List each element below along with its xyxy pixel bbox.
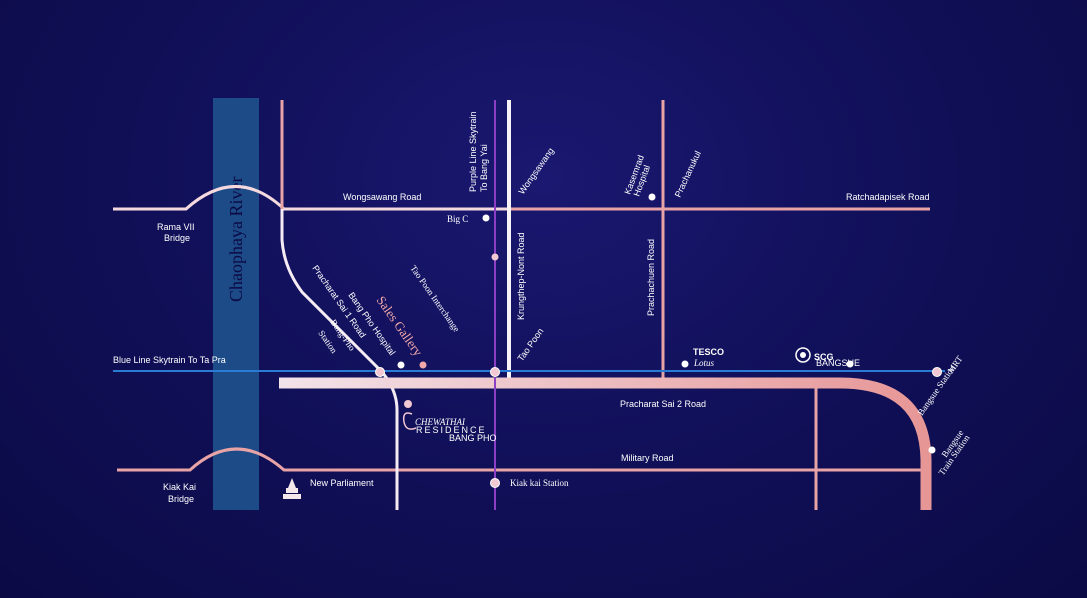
tesco-marker: [681, 360, 689, 368]
prachanukul-label: Prachanukul: [673, 149, 703, 199]
scg-sub-label: BANGSUE: [816, 358, 860, 368]
bangsue-train-marker: [928, 446, 936, 454]
chewathai-logo-icon: [402, 400, 417, 430]
kiakkai-bridge-label-1: Kiak Kai: [163, 482, 196, 492]
purple-line-label-1: Purple Line Skytrain: [468, 111, 478, 192]
bang-pho-hospital-marker: [397, 361, 405, 369]
sales-gallery-label: Sales Gallery: [374, 293, 427, 359]
prachachuen-label: Prachachuen Road: [646, 239, 656, 316]
tao-poon-label: Tao Poon: [515, 326, 545, 363]
rama7-bridge-label-1: Rama VII: [157, 222, 195, 232]
new-parliament-label: New Parliament: [310, 478, 374, 488]
kasemrad-marker: [648, 193, 656, 201]
wongsawang-road: [113, 185, 930, 211]
wongsawang-road-label: Wongsawang Road: [343, 192, 421, 202]
krungthep-nont-label: Krungthep-Nont Road: [516, 232, 526, 320]
project-name: CHEWATHAI: [415, 417, 466, 427]
ratchadapisek-road-label: Ratchadapisek Road: [846, 192, 930, 202]
scg-marker: [846, 360, 854, 368]
tao-poon-station-marker: [490, 367, 500, 377]
blue-line-label: Blue Line Skytrain To Ta Pra: [113, 355, 226, 365]
river-label: Chaophaya River: [226, 177, 246, 302]
kiakkai-bridge-label-2: Bridge: [168, 494, 194, 504]
military-road-label: Military Road: [621, 453, 674, 463]
mrt-bangsue-marker: [932, 367, 942, 377]
lotus-label: Lotus: [693, 358, 715, 368]
scg-logo-icon: [795, 347, 811, 363]
tao-poon-interchange-label: Tao Poon Interchange: [408, 263, 461, 333]
big-c-label: Big C: [447, 214, 468, 224]
kiak-kai-station-marker: [490, 478, 500, 488]
scg-label: SCG: [814, 352, 834, 362]
pracharat-sai-2-label: Pracharat Sai 2 Road: [620, 399, 706, 409]
purple-station-marker: [491, 253, 499, 261]
chaophaya-river: [213, 98, 259, 510]
bang-pho-station-marker: [375, 367, 385, 377]
sales-gallery-marker: [419, 361, 427, 369]
pracharat-sai-2-road: [279, 377, 932, 510]
kiak-kai-station-label: Kiak kai Station: [510, 478, 569, 488]
tesco-label: TESCO: [693, 347, 724, 357]
parliament-icon: [283, 478, 301, 499]
wongsawang-place-label: Wongsawang: [516, 146, 555, 196]
military-road: [117, 447, 925, 472]
purple-line-label-2: To Bang Yai: [479, 144, 489, 192]
project-sub: RESIDENCE: [416, 425, 487, 435]
pracharat-sai-1-road: [280, 209, 399, 510]
big-c-marker: [482, 214, 490, 222]
project-location: BANG PHO: [449, 433, 497, 443]
rama7-bridge-label-2: Bridge: [164, 233, 190, 243]
